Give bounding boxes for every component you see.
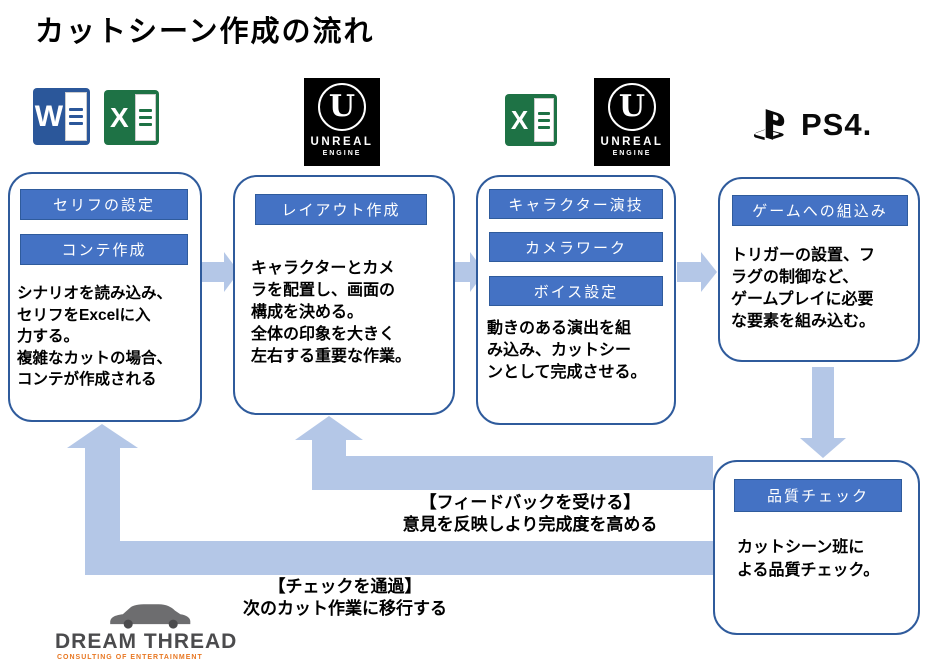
- step3-description: 動きのある演出を組 み込み、カットシー ンとして完成させる。: [487, 320, 647, 381]
- unreal-u-icon: U: [608, 83, 656, 131]
- excel-icon-letter: X: [510, 104, 529, 135]
- ps4-logo: PS4.: [753, 104, 918, 146]
- quality-button: 品質チェック: [734, 479, 902, 512]
- car-icon: [110, 604, 191, 629]
- excel-icon-page: [134, 93, 156, 142]
- unreal-engine-logo: U UNREAL ENGINE: [304, 78, 380, 166]
- unreal-engine-logo: U UNREAL ENGINE: [594, 78, 670, 166]
- dream-thread-logo: DREAM THREAD CONSULTING OF ENTERTAINMENT: [55, 604, 265, 668]
- feedback-arrow-label: 【フィードバックを受ける】 意見を反映しより完成度を高める: [355, 492, 705, 536]
- arrow-feedback-elbow: [295, 416, 713, 490]
- step1-description: シナリオを読み込み、 セリフをExcelに入 力する。 複雑なカットの場合、 コ…: [17, 285, 173, 388]
- feedback-arrow-label-line1: 【フィードバックを受ける】: [419, 493, 641, 512]
- brand-name: DREAM THREAD: [55, 630, 238, 653]
- excel-icon-page: [534, 97, 554, 143]
- unreal-logo-sub: ENGINE: [612, 150, 652, 157]
- page-title: カットシーン作成の流れ: [35, 16, 375, 48]
- quality-description: カットシーン班に よる品質チェック。: [737, 539, 880, 579]
- arrow-step3-step4: [677, 252, 717, 292]
- step1-button-serifu: セリフの設定: [20, 189, 188, 220]
- unreal-logo-name: UNREAL: [310, 136, 374, 148]
- unreal-u-icon: U: [318, 83, 366, 131]
- excel-icon: X: [104, 90, 159, 145]
- unreal-logo-name: UNREAL: [600, 136, 664, 148]
- word-icon-letter: W: [34, 99, 64, 133]
- excel-icon-letter: X: [110, 101, 129, 133]
- unreal-logo-sub: ENGINE: [322, 150, 362, 157]
- pass-arrow-label: 【チェックを通過】 次のカット作業に移行する: [185, 576, 505, 620]
- pass-arrow-label-line2: 次のカット作業に移行する: [243, 599, 447, 618]
- playstation-icon: [753, 109, 785, 141]
- arrow-step4-quality: [800, 367, 846, 458]
- pass-arrow-label-line1: 【チェックを通過】: [268, 577, 422, 596]
- step2-description: キャラクターとカメ ラを配置し、画面の 構成を決める。 全体の印象を大きく 左右…: [251, 260, 412, 365]
- feedback-arrow-label-line2: 意見を反映しより完成度を高める: [402, 515, 658, 534]
- step4-button-integration: ゲームへの組込み: [732, 195, 908, 226]
- brand-tagline: CONSULTING OF ENTERTAINMENT: [57, 654, 203, 661]
- step3-button-camerawork: カメラワーク: [489, 232, 663, 262]
- excel-icon: X: [505, 94, 557, 146]
- word-icon: W: [33, 88, 90, 145]
- step3-button-acting: キャラクター演技: [489, 189, 663, 219]
- step3-button-voice: ボイス設定: [489, 276, 663, 306]
- step2-button-layout: レイアウト作成: [255, 194, 427, 225]
- ps4-wordmark: PS4.: [801, 107, 873, 142]
- arrow-step1-step2: [200, 252, 239, 292]
- arrow-pass-elbow: [67, 424, 713, 575]
- word-icon-page: [64, 91, 87, 142]
- step1-button-conte: コンテ作成: [20, 234, 188, 265]
- step4-description: トリガーの設置、フ ラグの制御など、 ゲームプレイに必要 な要素を組み込む。: [731, 247, 876, 330]
